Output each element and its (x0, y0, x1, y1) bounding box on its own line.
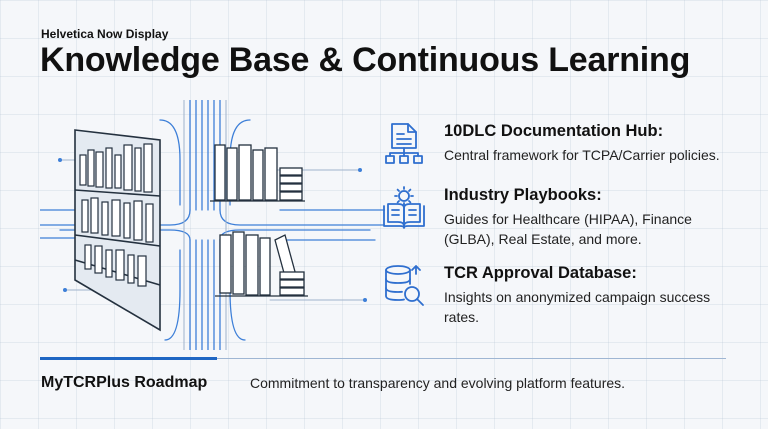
footer-divider (40, 358, 726, 359)
eyebrow-label: Helvetica Now Display (41, 27, 169, 41)
library-bookshelves-illustration (40, 100, 385, 350)
feature-industry-playbooks: Industry Playbooks: Guides for Healthcar… (380, 184, 740, 254)
footer-accent-bar (40, 357, 217, 360)
feature-description: Central framework for TCPA/Carrier polic… (444, 147, 720, 163)
feature-title: Industry Playbooks: (444, 186, 602, 204)
feature-title: 10DLC Documentation Hub: (444, 122, 664, 140)
feature-title: TCR Approval Database: (444, 264, 637, 282)
feature-documentation-hub: 10DLC Documentation Hub: Central framewo… (380, 120, 740, 190)
page-title: Knowledge Base & Continuous Learning (40, 41, 691, 79)
feature-approval-database: TCR Approval Database: Insights on anony… (380, 262, 740, 332)
playbook-gear-icon (383, 186, 425, 229)
footer-description: Commitment to transparency and evolving … (250, 375, 626, 391)
feature-description: Insights on anonymized campaign success … (444, 289, 711, 325)
database-search-icon (385, 265, 424, 306)
document-hub-icon (385, 123, 423, 164)
feature-description: Guides for Healthcare (HIPAA), Finance (… (444, 211, 692, 247)
footer-title: MyTCRPlus Roadmap (41, 374, 208, 391)
